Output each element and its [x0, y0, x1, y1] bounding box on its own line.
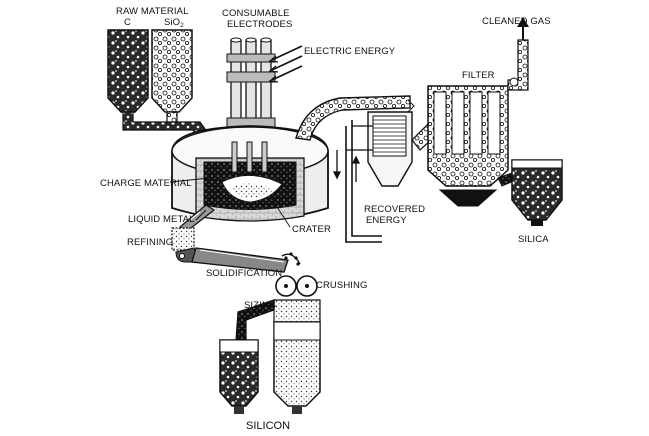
silicon-hopper-fine: [273, 321, 321, 414]
label-silica-in: SiO2: [164, 17, 184, 29]
label-cleaned-gas: CLEANED GAS: [482, 16, 551, 27]
label-electrodes: ELECTRODES: [227, 19, 292, 30]
silica-hopper: [151, 29, 193, 113]
label-refining: REFINING: [127, 237, 173, 248]
carbon-hopper: [107, 29, 149, 113]
label-solidification: SOLIDIFICATION: [206, 268, 282, 279]
heat-recovery-unit: [345, 111, 413, 243]
label-raw-material: RAW MATERIAL: [116, 6, 188, 17]
flue-duct: [295, 95, 415, 141]
label-crushing: CRUSHING: [316, 280, 367, 291]
label-charge-material: CHARGE MATERIAL: [100, 178, 192, 189]
label-silicon: SILICON: [246, 420, 290, 432]
exhaust-stack: [507, 39, 529, 91]
silicon-hopper-coarse: [219, 339, 259, 414]
electric-energy-arrows: [268, 45, 303, 83]
label-recovered: RECOVERED: [364, 204, 425, 215]
bag-filter: [427, 85, 531, 207]
cleaned-gas-arrow: [517, 17, 529, 40]
casting-mould: [191, 247, 301, 273]
label-filter: FILTER: [462, 70, 495, 81]
label-silica-out: SILICA: [518, 234, 549, 245]
arc-furnace: [171, 125, 329, 222]
label-consumable: CONSUMABLE: [222, 8, 290, 19]
refining-ladle: [171, 227, 197, 263]
silica-hopper-out: [511, 159, 563, 226]
label-liquid-metal: LIQUID METAL: [128, 214, 194, 225]
label-electric-energy: ELECTRIC ENERGY: [304, 46, 396, 57]
label-sizing: SIZING: [244, 300, 276, 311]
label-energy: ENERGY: [366, 215, 407, 226]
crusher-rolls: [273, 275, 321, 323]
label-carbon: C: [124, 17, 131, 28]
leader-lines: [169, 177, 291, 228]
label-crater: CRATER: [292, 224, 331, 235]
energy-flow-arrows: [332, 150, 361, 182]
